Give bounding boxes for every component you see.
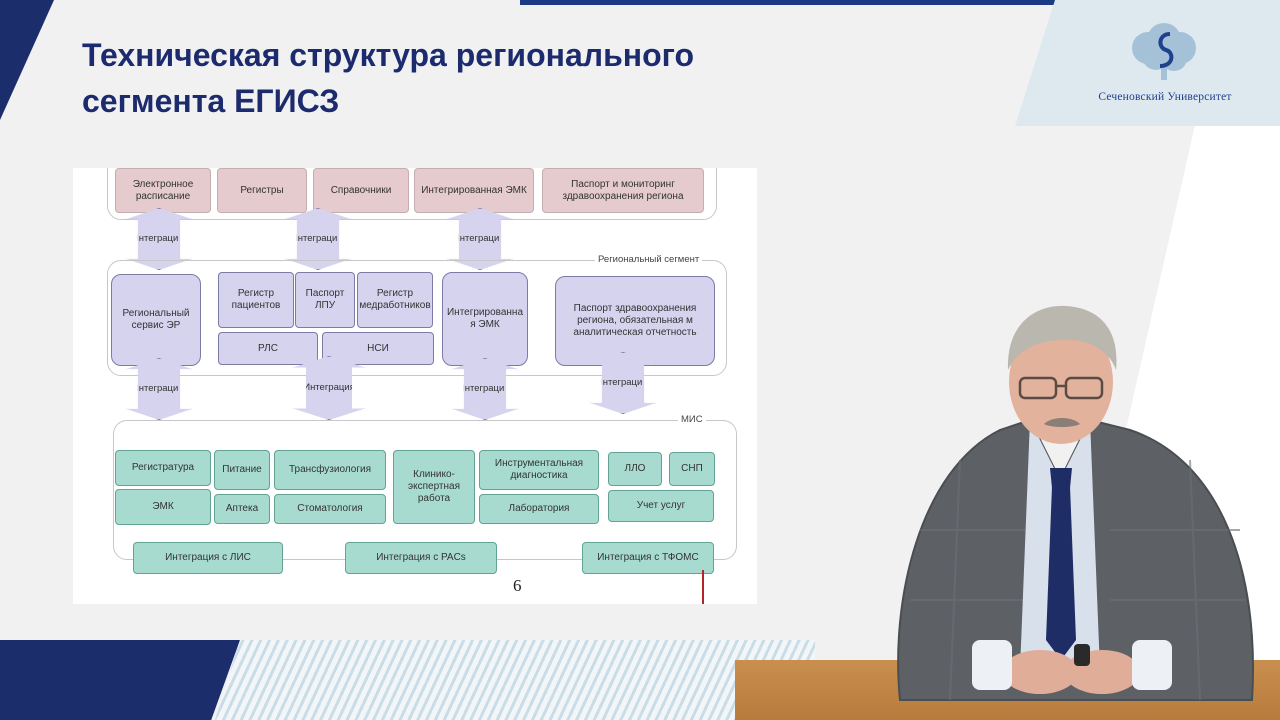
box-electronic-schedule: Электронное расписание [115,168,211,213]
architecture-diagram: Электронное расписание Регистры Справочн… [73,168,757,604]
box-nutrition: Питание [214,450,270,490]
box-passport-monitoring: Паспорт и мониторинг здравоохранения рег… [542,168,704,213]
box-int-pacs: Интеграция с PACs [345,542,497,574]
box-rls: РЛС [218,332,318,365]
university-logo-icon [1132,23,1196,80]
federal-group [107,168,717,220]
regional-segment-group [107,260,727,376]
box-nsi: НСИ [322,332,434,365]
arrow-integration: Интеграци я [590,352,656,414]
box-int-lis: Интеграция с ЛИС [133,542,283,574]
box-reference-books: Справочники [313,168,409,213]
box-pharmacy: Аптека [214,494,270,524]
box-lpu-passport: Паспорт ЛПУ [295,272,355,328]
box-registry-desk: Регистратура [115,450,211,486]
box-integrated-emk: Интегрированная ЭМК [414,168,534,213]
box-registries: Регистры [217,168,307,213]
box-int-tfoms: Интеграция с ТФОМС [582,542,714,574]
logo-text: Сеченовский Университет [1098,91,1232,103]
title-line-2: сегмента ЕГИСЗ [82,83,340,119]
regional-segment-label: Региональный сегмент [595,254,703,265]
box-llo: ЛЛО [608,452,662,486]
box-clinical-expert: Клинико-экспертная работа [393,450,475,524]
box-patient-registry: Регистр пациентов [218,272,294,328]
box-regional-service: Региональный сервис ЭР [111,274,201,366]
bottom-blue-band [0,640,240,720]
box-health-passport: Паспорт здравоохранения региона, обязате… [555,276,715,366]
box-staff-registry: Регистр медработников [357,272,433,328]
mis-label: МИС [678,414,706,425]
box-snp: СНП [669,452,715,486]
arrow-integration: Интеграци я [126,358,192,420]
box-laboratory: Лаборатория [479,494,599,524]
top-accent-bar [520,0,1065,5]
box-dentistry: Стоматология [274,494,386,524]
arrow-integration: Интеграци я [452,358,518,420]
slide-title: Техническая структура регионального сегм… [82,32,842,124]
red-marker-line [702,570,704,604]
presenter-image [897,305,1254,701]
box-regional-emk: Интегрированна я ЭМК [442,272,528,366]
box-instrumental-diagnostics: Инструментальная диагностика [479,450,599,490]
box-emk: ЭМК [115,489,211,525]
corner-decoration [0,0,54,120]
page-number: 6 [513,576,522,595]
arrow-integration: Интеграция [293,356,365,420]
bottom-striped-band [215,640,815,720]
title-line-1: Техническая структура регионального [82,37,695,73]
box-service-accounting: Учет услуг [608,490,714,522]
box-transfusiology: Трансфузиология [274,450,386,490]
